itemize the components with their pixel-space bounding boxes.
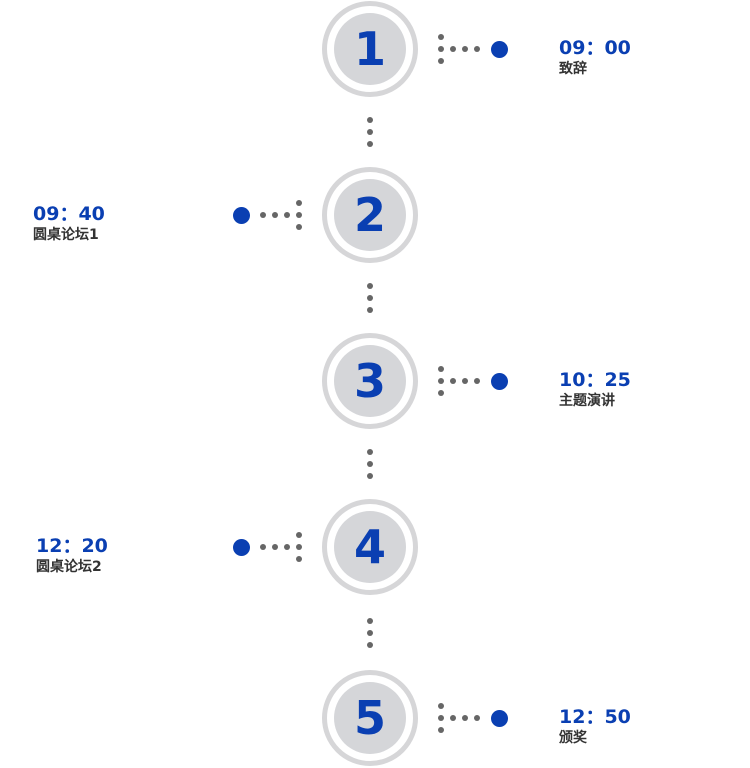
step-number: 1 xyxy=(353,22,386,76)
branch-dot xyxy=(462,715,468,721)
vertical-connector-dot xyxy=(367,283,373,289)
step-inner: 3 xyxy=(334,345,406,417)
step-circle-1: 1 xyxy=(322,1,418,97)
vertical-connector-dot xyxy=(367,129,373,135)
milestone-marker xyxy=(232,538,250,556)
vertical-connector-dot xyxy=(367,641,373,648)
branch-dot xyxy=(474,715,480,721)
step-label: 致辞 xyxy=(559,61,587,77)
branch-dot xyxy=(296,200,302,206)
step-label: 圆桌论坛2 xyxy=(36,559,102,575)
branch-dot xyxy=(296,212,302,218)
branch-dot xyxy=(438,727,444,733)
branch-dot xyxy=(450,46,456,52)
vertical-connector-dot xyxy=(367,617,373,624)
branch-dot xyxy=(438,366,444,372)
vertical-connector-dot xyxy=(367,117,373,123)
branch-dot xyxy=(284,544,290,550)
step-inner: 5 xyxy=(334,682,406,754)
vertical-connector-dot xyxy=(367,449,373,455)
step-time: 12：50 xyxy=(559,706,631,728)
branch-dot xyxy=(462,46,468,52)
step-label: 颁奖 xyxy=(559,730,587,746)
step-time: 09：40 xyxy=(33,203,105,225)
step-info: 10：25 主题演讲 xyxy=(559,369,631,411)
step-number: 5 xyxy=(353,691,386,745)
branch-dot xyxy=(474,378,480,384)
branch-dot xyxy=(296,224,302,230)
vertical-connector-dot xyxy=(367,461,373,467)
milestone-marker xyxy=(490,709,508,727)
branch-dot xyxy=(438,34,444,40)
step-number: 3 xyxy=(353,354,386,408)
branch-dot xyxy=(450,715,456,721)
step-label: 主题演讲 xyxy=(559,393,615,409)
vertical-connector-dot xyxy=(367,307,373,313)
branch-dot xyxy=(272,544,278,550)
step-inner: 2 xyxy=(334,179,406,251)
step-circle-4: 4 xyxy=(322,499,418,595)
branch-dot xyxy=(284,212,290,218)
vertical-connector-dot xyxy=(367,141,373,147)
step-number: 2 xyxy=(353,188,386,242)
step-inner: 4 xyxy=(334,511,406,583)
branch-dot xyxy=(462,378,468,384)
branch-dot xyxy=(296,556,302,562)
branch-dot xyxy=(260,544,266,550)
branch-dot xyxy=(296,544,302,550)
branch-dot xyxy=(438,46,444,52)
vertical-connector-dot xyxy=(367,629,373,636)
vertical-connector-dot xyxy=(367,295,373,301)
vertical-connector-dot xyxy=(367,473,373,479)
step-info: 09：40 圆桌论坛1 xyxy=(33,203,105,245)
step-info: 12：20 圆桌论坛2 xyxy=(36,535,108,577)
step-circle-3: 3 xyxy=(322,333,418,429)
step-number: 4 xyxy=(353,520,386,574)
step-time: 10：25 xyxy=(559,369,631,391)
step-inner: 1 xyxy=(334,13,406,85)
milestone-marker xyxy=(490,372,508,390)
branch-dot xyxy=(438,715,444,721)
branch-dot xyxy=(272,212,278,218)
branch-dot xyxy=(438,703,444,709)
step-time: 12：20 xyxy=(36,535,108,557)
branch-dot xyxy=(438,58,444,64)
branch-dot xyxy=(296,532,302,538)
step-label: 圆桌论坛1 xyxy=(33,227,99,243)
step-time: 09：00 xyxy=(559,37,631,59)
branch-dot xyxy=(450,378,456,384)
milestone-marker xyxy=(490,40,508,58)
milestone-marker xyxy=(232,206,250,224)
branch-dot xyxy=(438,378,444,384)
step-info: 09：00 致辞 xyxy=(559,37,631,79)
branch-dot xyxy=(474,46,480,52)
branch-dot xyxy=(260,212,266,218)
branch-dot xyxy=(438,390,444,396)
step-info: 12：50 颁奖 xyxy=(559,706,631,748)
step-circle-2: 2 xyxy=(322,167,418,263)
step-circle-5: 5 xyxy=(322,670,418,766)
